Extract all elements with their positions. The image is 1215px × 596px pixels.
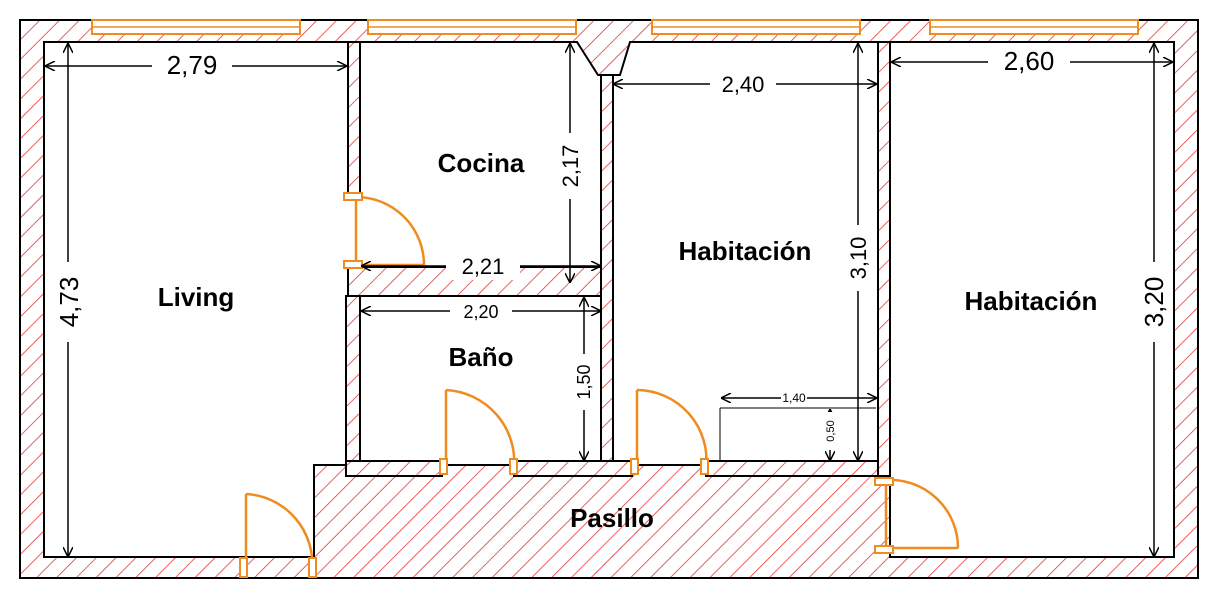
wall-habitacion-bottom: [705, 460, 879, 477]
wall-bano-left: [345, 295, 361, 477]
wall-habitacion-divider: [877, 41, 891, 477]
room-label-living: Living: [158, 282, 235, 312]
dimension-label-backgrounds: [50, 47, 1169, 450]
dim-living-height: 4,73: [54, 277, 84, 328]
room-label-pasillo: Pasillo: [570, 503, 654, 533]
window-4: [929, 19, 1139, 35]
dim-habitacion-2-width: 2,60: [1004, 46, 1055, 76]
window-2: [367, 19, 577, 35]
window-3: [651, 19, 861, 35]
room-label-habitacion-1: Habitación: [679, 236, 812, 266]
wall-bano-bottom-right: [513, 460, 633, 477]
dim-closet-width: 1,40: [782, 391, 806, 405]
dim-habitacion-2-height: 3,20: [1139, 277, 1169, 328]
door-jambs: [239, 192, 894, 578]
dim-cocina-width: 2,21: [462, 254, 505, 279]
dim-living-width: 2,79: [167, 50, 218, 80]
dim-habitacion-1-width: 2,40: [722, 72, 765, 97]
dim-bano-width: 2,20: [463, 302, 498, 322]
closet-outline: [719, 407, 876, 460]
wall-bano-bottom: [345, 460, 443, 477]
dim-closet-depth: 0,50: [825, 420, 837, 441]
door-cocina: [354, 195, 426, 267]
door-bano: [444, 388, 516, 469]
dim-habitacion-1-height: 3,10: [846, 237, 871, 280]
wall-bano-habitacion: [600, 74, 614, 477]
room-label-bano: Baño: [449, 342, 514, 372]
window-1: [91, 19, 301, 35]
room-label-habitacion-2: Habitación: [965, 286, 1098, 316]
room-label-cocina: Cocina: [438, 148, 525, 178]
dim-cocina-height: 2,17: [558, 145, 583, 188]
dim-bano-height: 1,50: [574, 364, 594, 399]
wall-living-cocina: [347, 41, 361, 195]
door-habitacion-1: [635, 388, 708, 469]
door-habitacion-2: [884, 478, 960, 550]
